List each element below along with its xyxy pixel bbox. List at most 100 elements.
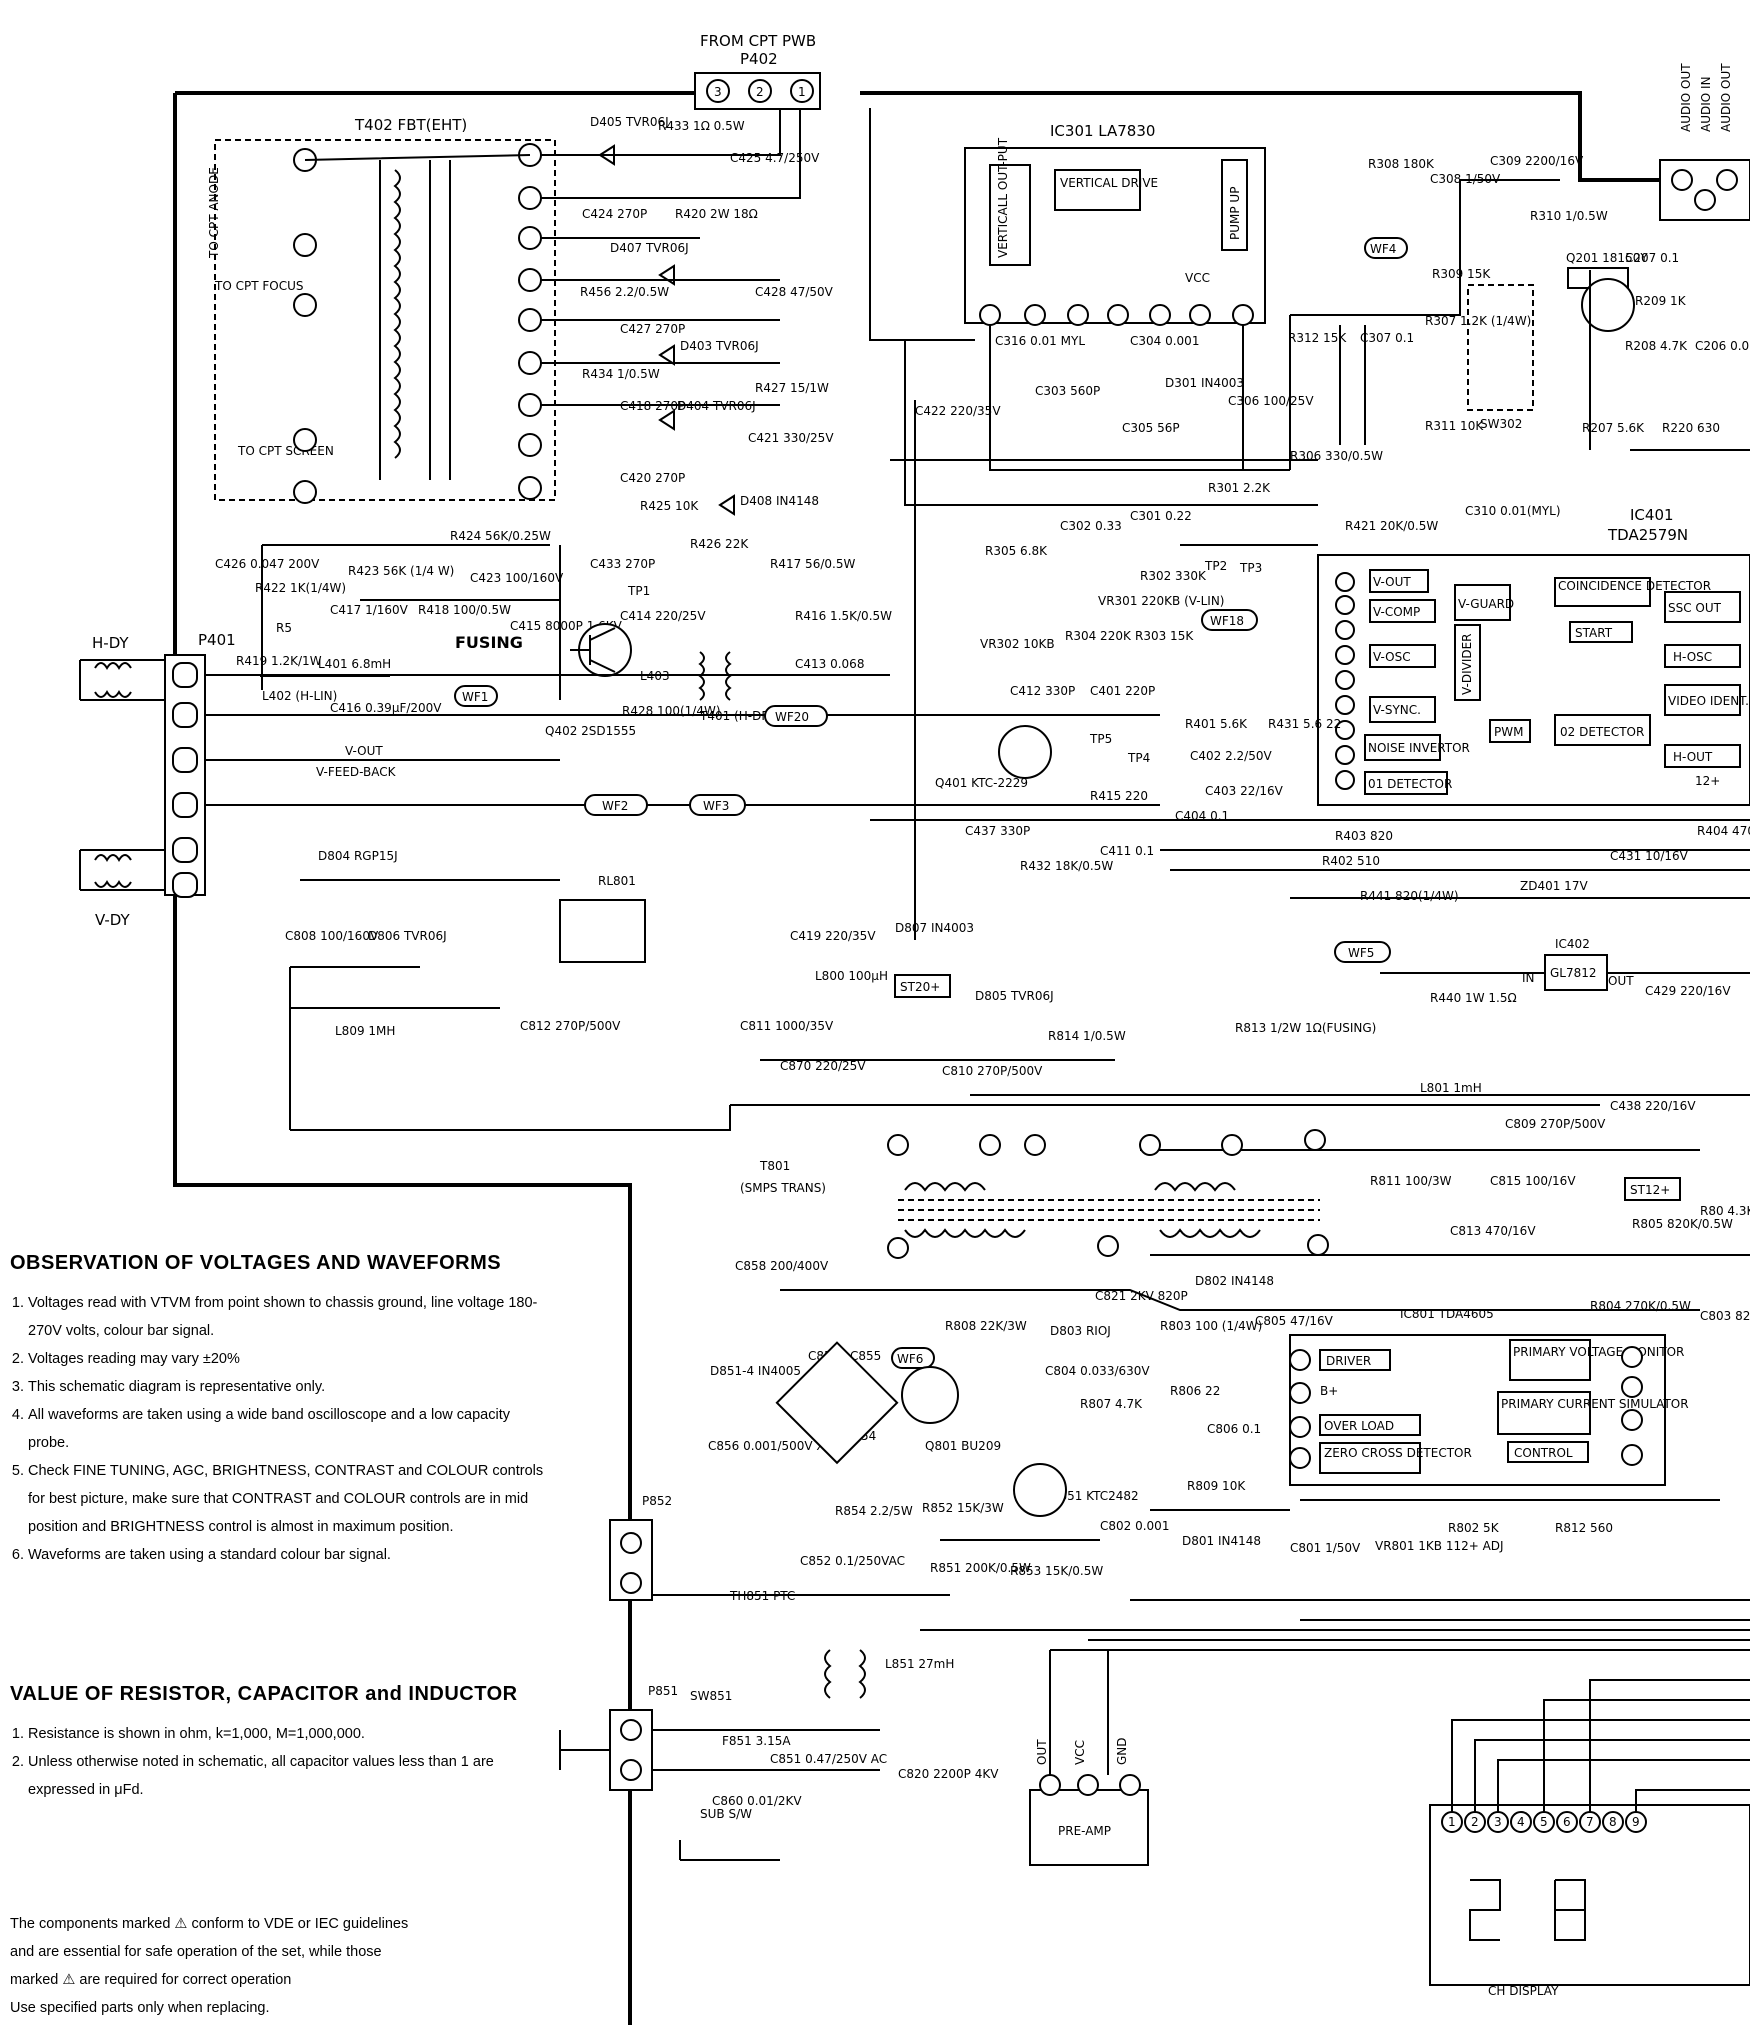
r432-label: R432 18K/0.5W <box>1020 859 1113 873</box>
r423-label: R423 56K (1/4 W) <box>348 564 454 578</box>
sub-sw-label: SUB S/W <box>700 1807 752 1821</box>
p852-label: P852 <box>642 1494 672 1508</box>
r307-label: R307 1.2K (1/4W) <box>1425 314 1531 328</box>
guideline-line: The components marked ⚠ conform to VDE o… <box>10 1916 409 1932</box>
r302-label: R302 330K <box>1140 569 1207 583</box>
c811-label: C811 1000/35V <box>740 1019 834 1033</box>
waveform-markers: WF1 WF2 WF3 WF4 WF5 WF6 WF18 WF20 <box>454 237 1408 1369</box>
d408-label: D408 IN4148 <box>740 494 819 508</box>
r404-label: R404 470K <box>1697 824 1750 838</box>
wf5-marker: WF5 <box>1348 946 1374 960</box>
wf4-marker: WF4 <box>1370 242 1396 256</box>
values-title: VALUE OF RESISTOR, CAPACITOR and INDUCTO… <box>10 1683 518 1705</box>
values-list: Resistance is shown in ohm, k=1,000, M=1… <box>10 1720 550 1804</box>
cpt-focus-label: TO CPT FOCUS <box>214 279 303 293</box>
c412-label: C412 330P <box>1010 684 1075 698</box>
p851-label: P851 <box>648 1684 678 1698</box>
ic301-pump-block: PUMP UP <box>1228 187 1242 240</box>
c813-label: C813 470/16V <box>1450 1224 1536 1238</box>
p402-pin-1: 1 <box>798 85 806 99</box>
ic801-pvm: PRIMARY VOLTAGE MONITOR <box>1513 1345 1684 1359</box>
c206-label: C206 0.01 <box>1695 339 1750 353</box>
ic401-pwm-block: PWM <box>1494 725 1523 739</box>
r433-label: R433 1Ω 0.5W <box>658 119 745 133</box>
ic801-control: CONTROL <box>1514 1446 1573 1460</box>
ic401-vsync-block: V-SYNC. <box>1373 703 1421 717</box>
tp4: TP4 <box>1127 751 1150 765</box>
c419-label: C419 220/35V <box>790 929 876 943</box>
ic401-hout-block: H-OUT <box>1673 750 1713 764</box>
ch-display: CH DISPLAY 1 2 3 4 5 6 7 8 9 <box>1429 1679 1750 1998</box>
c422-label: C422 220/35V <box>915 404 1001 418</box>
board-outline <box>173 91 1660 2025</box>
wf2-marker: WF2 <box>602 799 628 813</box>
c411-label: C411 0.1 <box>1100 844 1154 858</box>
t801-label: T801 <box>759 1159 790 1173</box>
vr301-label: VR301 220KB (V-LIN) <box>1098 594 1225 608</box>
c302-label: C302 0.33 <box>1060 519 1122 533</box>
ic301-vout-block: VERTICALL OUT-PUT <box>996 137 1010 258</box>
ic402-label: IC402 <box>1555 937 1590 951</box>
c403-label: C403 22/16V <box>1205 784 1284 798</box>
safety-guideline-notes: The components marked ⚠ conform to VDE o… <box>10 1910 550 2022</box>
ch-pin-8: 8 <box>1609 1815 1617 1829</box>
r814-label: R814 1/0.5W <box>1048 1029 1126 1043</box>
d804-label: L809 1MH <box>335 1024 395 1038</box>
ic401-vcomp-block: V-COMP <box>1373 605 1420 619</box>
r420-label: R420 2W 18Ω <box>675 207 758 221</box>
ic401-vout-block: V-OUT <box>1373 575 1411 589</box>
ch-pin-2: 2 <box>1471 1815 1479 1829</box>
wf3-marker: WF3 <box>703 799 729 813</box>
v-dy-label: V-DY <box>95 911 131 929</box>
ch-pin-5: 5 <box>1540 1815 1548 1829</box>
ic801-pcs: PRIMARY CURRENT SIMULATOR <box>1501 1397 1689 1411</box>
r418-label: R418 100/0.5W <box>418 603 511 617</box>
c437-label: C437 330P <box>965 824 1030 838</box>
r431-label: R431 5.6 22 <box>1268 717 1341 731</box>
d805-label: D805 TVR06J <box>975 989 1054 1003</box>
r851-label: R851 200K/0.5W <box>930 1561 1031 1575</box>
ic801-zerocross: ZERO CROSS DETECTOR <box>1324 1446 1472 1460</box>
st12-marker: ST12+ <box>1630 1183 1670 1197</box>
guideline-line: marked ⚠ are required for correct operat… <box>10 1972 292 1988</box>
vr801-label: VR801 1KB 112+ ADJ <box>1375 1539 1504 1553</box>
ic401-hosc-block: H-OSC <box>1673 650 1712 664</box>
tp1: TP1 <box>627 584 650 598</box>
r440-label: R440 1W 1.5Ω <box>1430 991 1517 1005</box>
q801-label: Q801 BU209 <box>925 1439 1001 1453</box>
v-feedback-label: V-FEED-BACK <box>316 765 397 779</box>
tp3: TP3 <box>1239 561 1262 575</box>
audio-out-label-1: AUDIO OUT <box>1679 63 1693 132</box>
primary-side: C858 200/400V C821 2KV 820P D802 IN4148 … <box>630 1259 1750 1603</box>
wf6-marker: WF6 <box>897 1352 923 1366</box>
c804-label: C804 0.033/630V <box>1045 1364 1150 1378</box>
pre-amp-gnd: GND <box>1115 1737 1129 1765</box>
r853-label: R853 15K/0.5W <box>1010 1564 1103 1578</box>
d807-label: D807 IN4003 <box>895 921 974 935</box>
ic401-ssc-block: SSC OUT <box>1668 601 1722 615</box>
pre-amp: PRE-AMP OUT VCC GND <box>1029 1639 1750 1866</box>
r425-label: R425 10K <box>640 499 699 513</box>
c820-label: C820 2200P 4KV <box>898 1767 999 1781</box>
r220-label: R220 630 <box>1662 421 1720 435</box>
r434-label: R434 1/0.5W <box>582 367 660 381</box>
r309-label: R309 15K <box>1432 267 1491 281</box>
c812-label: R811 100/3W <box>1370 1174 1452 1188</box>
ic301-vcc: VCC <box>1185 271 1210 285</box>
c421-label: C421 330/25V <box>748 431 834 445</box>
tp5: TP5 <box>1089 732 1112 746</box>
ic402-part: GL7812 <box>1550 966 1597 980</box>
ch-pin-3: 3 <box>1494 1815 1502 1829</box>
interconnect-wires <box>869 108 1750 1631</box>
p402-pin-3: 3 <box>714 85 722 99</box>
c310-label: C310 0.01(MYL) <box>1465 504 1561 518</box>
c856-label: C856 0.001/500V X 4 <box>708 1439 836 1453</box>
r852-label: R852 15K/3W <box>922 1501 1004 1515</box>
c305-label: C305 56P <box>1122 421 1180 435</box>
ic401: IC401 TDA2579N V-OUT V-COMP V-GUARD COIN… <box>1317 506 1750 806</box>
r426-label: R426 22K <box>690 537 749 551</box>
r310-label: R310 1/0.5W <box>1530 209 1608 223</box>
sw302-label: SW302 <box>1480 417 1522 431</box>
c805-label: C805 47/16V <box>1255 1314 1334 1328</box>
observation-item: Check FINE TUNING, AGC, BRIGHTNESS, CONT… <box>28 1457 550 1541</box>
